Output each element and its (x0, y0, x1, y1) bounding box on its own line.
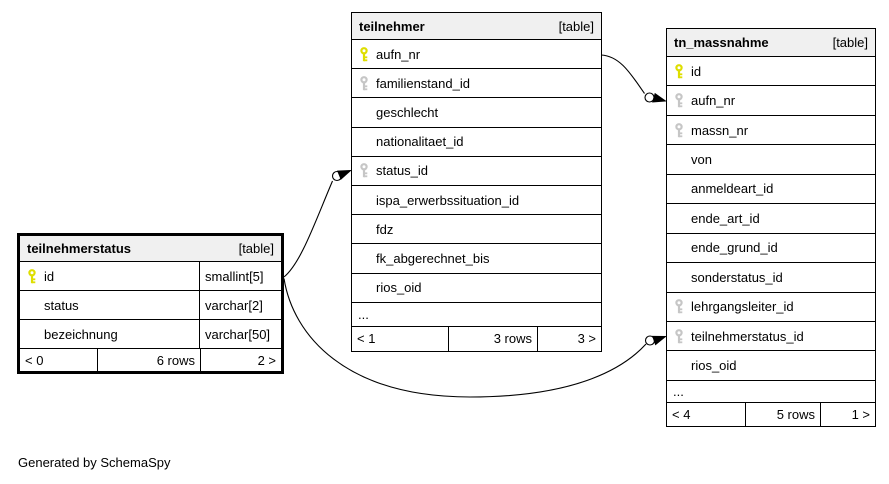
column-type: varchar[50] (199, 320, 281, 348)
column-row-ispa_erwerbssituation_id: ispa_erwerbssituation_id (352, 186, 601, 216)
column-name: aufn_nr (691, 93, 736, 109)
column-row-fdz: fdz (352, 215, 601, 245)
column-name: geschlecht (376, 104, 439, 120)
column-row-massn_nr: massn_nr (667, 116, 875, 146)
foreign-key-icon (667, 93, 691, 108)
foreign-key-icon (667, 328, 691, 344)
column-row-von: von (667, 145, 875, 175)
foreign-key-icon (667, 299, 691, 314)
column-row-aufn_nr: aufn_nr (352, 40, 601, 70)
column-name: von (691, 152, 712, 168)
table-title[interactable]: teilnehmerstatus (27, 241, 132, 256)
column-name: ispa_erwerbssituation_id (376, 192, 520, 208)
table-footer: < 4 5 rows 1 > (667, 402, 875, 426)
edge-teilnehmer-aufn_nr-to-tn_massnahme-aufn_nr (600, 54, 667, 103)
column-row-nationalitaet_id: nationalitaet_id (352, 128, 601, 157)
child-count: 3 > (577, 331, 596, 347)
column-name: anmeldeart_id (691, 181, 774, 197)
column-name: nationalitaet_id (376, 134, 464, 150)
row-count: 6 rows (98, 349, 201, 371)
ellipsis-row: ... (667, 381, 875, 403)
column-row-id: id smallint[5] (20, 262, 281, 291)
column-name: id (44, 268, 55, 284)
table-title[interactable]: tn_massnahme (674, 35, 769, 50)
column-name: id (691, 63, 702, 79)
table-footer: < 0 6 rows 2 > (20, 349, 281, 371)
child-count: 1 > (851, 406, 870, 422)
column-row-anmeldeart_id: anmeldeart_id (667, 175, 875, 205)
column-row-status: status varchar[2] (20, 291, 281, 320)
column-name: sonderstatus_id (691, 269, 783, 285)
column-row-geschlecht: geschlecht (352, 98, 601, 128)
parent-count: < 1 (352, 326, 449, 351)
table-teilnehmer[interactable]: teilnehmer [table] aufn_nr familienstand_… (351, 12, 602, 352)
column-rows: aufn_nr familienstand_id geschlecht nationa… (352, 40, 601, 303)
column-name: rios_oid (691, 358, 737, 374)
primary-key-icon (352, 46, 376, 62)
column-row-ende_grund_id: ende_grund_id (667, 234, 875, 264)
primary-key-icon (20, 268, 44, 284)
column-name: ende_art_id (691, 210, 760, 226)
column-row-fk_abgerechnet_bis: fk_abgerechnet_bis (352, 244, 601, 274)
column-type: varchar[2] (199, 291, 281, 319)
table-header[interactable]: teilnehmerstatus [table] (20, 236, 281, 262)
table-header[interactable]: teilnehmer [table] (352, 13, 601, 40)
column-row-aufn_nr: aufn_nr (667, 86, 875, 116)
column-name: bezeichnung (44, 326, 118, 342)
column-row-rios_oid: rios_oid (352, 274, 601, 303)
foreign-key-icon (667, 122, 691, 138)
column-row-sonderstatus_id: sonderstatus_id (667, 263, 875, 293)
column-name: rios_oid (376, 280, 422, 296)
table-tag: [table] (558, 18, 594, 34)
column-name: aufn_nr (376, 46, 421, 62)
table-tag: [table] (832, 35, 868, 50)
table-header[interactable]: tn_massnahme [table] (667, 29, 875, 57)
column-name: status (44, 297, 79, 313)
column-row-lehrgangsleiter_id: lehrgangsleiter_id (667, 293, 875, 322)
ellipsis-row: ... (352, 303, 601, 327)
child-count: 2 > (257, 352, 276, 368)
column-row-rios_oid: rios_oid (667, 351, 875, 381)
table-footer: < 1 3 rows 3 > (352, 326, 601, 351)
column-name: ende_grund_id (691, 240, 778, 256)
column-row-ende_art_id: ende_art_id (667, 204, 875, 234)
column-name: fdz (376, 221, 394, 237)
edge-teilnehmerstatus-id-to-tn_massnahme-teilnehmerstatus_id (283, 278, 667, 398)
primary-key-icon (667, 63, 691, 79)
column-name: status_id (376, 163, 429, 179)
table-title[interactable]: teilnehmer (359, 18, 425, 34)
column-name: fk_abgerechnet_bis (376, 250, 490, 266)
column-name: lehrgangsleiter_id (691, 299, 794, 315)
row-count: 3 rows (449, 326, 538, 351)
column-name: massn_nr (691, 122, 749, 138)
column-row-bezeichnung: bezeichnung varchar[50] (20, 320, 281, 349)
generator-note: Generated by SchemaSpy (18, 455, 171, 470)
parent-count: < 0 (20, 349, 98, 371)
foreign-key-icon (352, 163, 376, 178)
column-row-id: id (667, 57, 875, 87)
parent-count: < 4 (667, 402, 746, 426)
column-row-teilnehmerstatus_id: teilnehmerstatus_id (667, 322, 875, 352)
column-name: familienstand_id (376, 75, 470, 91)
column-row-status_id: status_id (352, 157, 601, 186)
column-name: teilnehmerstatus_id (691, 328, 804, 344)
table-tag: [table] (238, 241, 274, 256)
edge-teilnehmerstatus-id-to-teilnehmer-status_id (283, 169, 352, 278)
column-type: smallint[5] (199, 262, 281, 290)
column-row-familienstand_id: familienstand_id (352, 69, 601, 99)
row-count: 5 rows (746, 402, 821, 426)
foreign-key-icon (352, 75, 376, 91)
